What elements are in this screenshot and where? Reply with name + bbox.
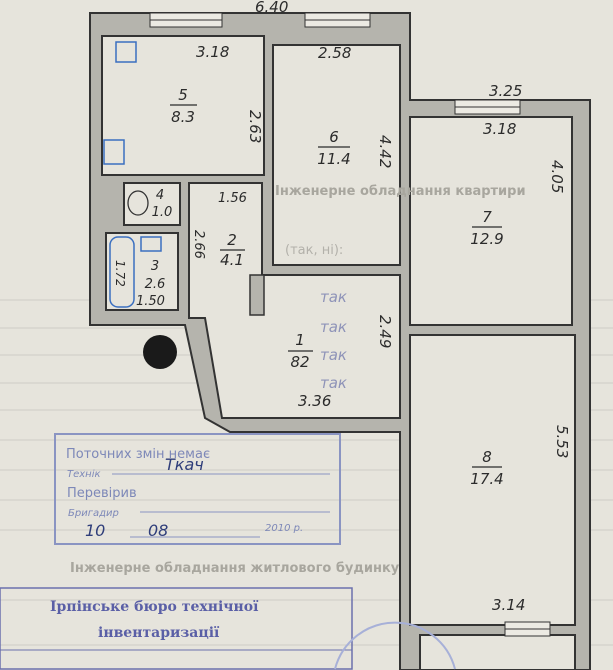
bureau-line-2: інвентаризації [98, 625, 220, 641]
bureau-stamp: Ірпінське бюро технічної інвентаризації [0, 587, 456, 670]
toilet-icon [127, 190, 149, 216]
room-4-number: 4 [156, 188, 164, 203]
dim-kitchen-depth: 2.63 [246, 110, 264, 143]
dim-room6-depth: 4.42 [376, 135, 394, 168]
round-seal [334, 621, 456, 670]
heading-building-equipment: Інженерне обладнання житлового будинку [70, 561, 400, 576]
dim-room7-width: 3.18 [483, 120, 516, 138]
room-1-2-hall [188, 182, 401, 419]
room-7-number: 7 [482, 208, 492, 226]
dim-hall-width: 3.36 [298, 392, 331, 410]
room-5-number: 5 [178, 86, 188, 104]
answer-text: так [320, 374, 347, 392]
dim-hall-depth: 2.49 [376, 315, 394, 348]
room-2-number: 2 [227, 231, 237, 249]
room-8 [409, 334, 576, 626]
room-7 [409, 116, 573, 326]
foreman-label: Бригадир [68, 508, 119, 519]
dim-room7-outer: 3.25 [489, 82, 522, 100]
room-8-number: 8 [482, 448, 492, 466]
dim-room7-depth: 4.05 [548, 160, 566, 193]
room-3-area: 2.6 [145, 277, 166, 292]
inspection-stamp: Поточних змін немає Технік Ткач Перевіри… [54, 433, 341, 545]
room-1-area: 82 [290, 353, 309, 371]
technician-label: Технік [67, 468, 101, 480]
technician-signature: Ткач [165, 455, 204, 474]
date-day: 10 [85, 521, 105, 540]
washbasin-icon [140, 236, 162, 252]
dim-room8-depth: 5.53 [553, 425, 571, 458]
bureau-line-1: Ірпінське бюро технічної [50, 599, 259, 615]
answer-text: так [320, 318, 347, 336]
date-year: 2010 р. [265, 523, 303, 534]
room-1-number: 1 [295, 331, 305, 349]
dim-room6-width: 2.58 [318, 44, 351, 62]
dim-kitchen-width: 3.18 [196, 43, 229, 61]
heading-apartment-equipment: Інженерне обладнання квартири [275, 184, 526, 199]
answer-text: так [320, 346, 347, 364]
dim-top-total: 6.40 [255, 0, 288, 16]
room-8-area: 17.4 [470, 470, 503, 488]
bathtub-icon [109, 236, 135, 308]
dim-room2-depth: 2.66 [191, 230, 206, 259]
ink-blot [143, 335, 177, 369]
room-6 [272, 44, 401, 266]
stamp-title: Поточних змін немає [66, 447, 210, 462]
room-5-area: 8.3 [171, 108, 195, 126]
checked-label: Перевірив [67, 486, 137, 501]
room-2-area: 4.1 [220, 251, 244, 269]
room-3-bathroom [105, 232, 179, 311]
room-7-area: 12.9 [470, 230, 503, 248]
stove-icon [115, 41, 137, 63]
dim-room2-width: 1.56 [218, 191, 247, 206]
room-4-toilet [123, 182, 181, 226]
dim-bath-length: 1.72 [113, 260, 127, 287]
dim-bath-width: 1.50 [136, 294, 165, 309]
room-6-area: 11.4 [317, 150, 350, 168]
room-6-number: 6 [329, 128, 339, 146]
room-3-number: 3 [151, 259, 159, 274]
sink-icon [103, 139, 125, 165]
background-form: Інженерне обладнання квартири (так, ні):… [70, 184, 526, 576]
date-month: 08 [148, 521, 168, 540]
question-text: (так, ні): [285, 243, 343, 258]
answer-text: так [320, 288, 347, 306]
partition-wall [249, 274, 265, 316]
room-bottom [419, 634, 576, 670]
dim-bottom-width: 3.14 [492, 596, 525, 614]
room-4-area: 1.0 [152, 205, 173, 220]
